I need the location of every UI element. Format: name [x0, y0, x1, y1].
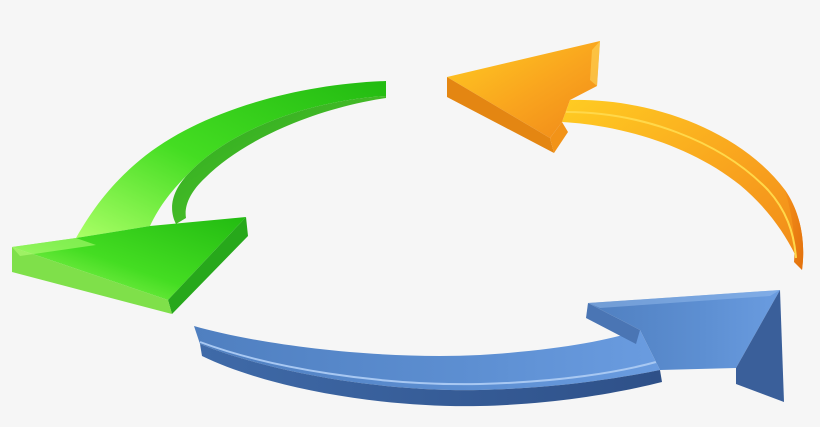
- blue-arrow-body-side: [200, 344, 662, 407]
- orange-arrowhead-highlight: [590, 41, 600, 86]
- orange-arrow-icon: [447, 41, 804, 270]
- blue-arrow-ridge: [199, 341, 657, 386]
- orange-arrowhead-side: [447, 77, 554, 153]
- blue-arrowhead: [588, 290, 780, 370]
- green-arrow-icon: [12, 81, 386, 314]
- green-arrowhead-side: [168, 217, 248, 314]
- green-arrowhead-highlight: [12, 238, 96, 256]
- blue-arrowhead-inner: [586, 303, 640, 344]
- orange-arrowhead: [447, 41, 600, 138]
- green-arrow-body-side: [172, 96, 386, 224]
- orange-arrow-ridge: [565, 111, 797, 259]
- blue-arrowhead-side: [736, 290, 784, 402]
- green-arrow-body: [76, 81, 386, 238]
- orange-arrowhead-inner: [550, 122, 568, 153]
- orange-arrow-body: [562, 99, 804, 270]
- blue-arrowhead-highlight: [588, 290, 780, 308]
- blue-arrow-icon: [194, 290, 784, 407]
- orange-arrow-body-side: [785, 190, 804, 270]
- blue-arrow-body: [194, 326, 660, 391]
- green-arrowhead-bottom: [12, 247, 172, 314]
